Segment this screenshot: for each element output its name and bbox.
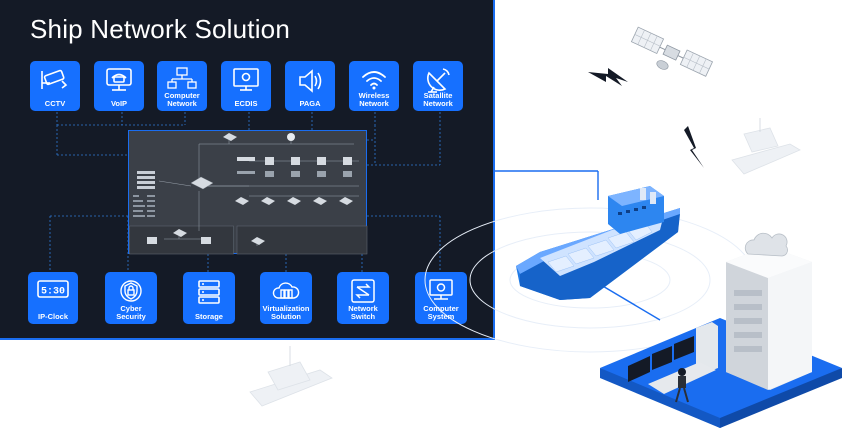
tile-network-switch[interactable]: Network Switch bbox=[337, 272, 389, 324]
tile-virtualization-solution[interactable]: Virtualization Solution bbox=[260, 272, 312, 324]
storage-icon bbox=[198, 280, 220, 304]
tile-label: Storage bbox=[195, 312, 223, 321]
tile-voip[interactable]: VoIP bbox=[94, 61, 144, 111]
tile-label: Computer Network bbox=[164, 91, 200, 108]
container-ship-icon bbox=[516, 186, 680, 300]
tile-label: VoIP bbox=[110, 99, 128, 108]
faded-boat-icon bbox=[731, 118, 801, 175]
tile-label: CCTV bbox=[44, 99, 66, 108]
tile-computer-network[interactable]: Computer Network bbox=[157, 61, 207, 111]
wifi-icon bbox=[362, 71, 386, 90]
schematic-drawing bbox=[129, 133, 368, 255]
tile-label: PAGA bbox=[299, 99, 321, 108]
tile-storage[interactable]: Storage bbox=[183, 272, 235, 324]
faded-boat-icon bbox=[249, 346, 333, 407]
clock-text: 5:30 bbox=[41, 287, 65, 298]
satellite-dish-icon bbox=[427, 68, 450, 93]
signal-bolt-icon bbox=[588, 68, 704, 168]
data-center-icon bbox=[600, 232, 842, 428]
tile-label: Wireless Network bbox=[358, 91, 390, 108]
shield-lock-icon bbox=[120, 280, 142, 302]
ecdis-monitor-icon bbox=[233, 68, 259, 91]
cloud-server-icon bbox=[272, 282, 300, 299]
panel-title: Ship Network Solution bbox=[30, 14, 290, 44]
digital-clock-icon: 5:30 bbox=[37, 280, 69, 298]
network-schematic bbox=[128, 130, 368, 255]
computer-network-icon bbox=[167, 67, 197, 89]
tile-cctv[interactable]: CCTV bbox=[30, 61, 80, 111]
tile-cyber-security[interactable]: Cyber Security bbox=[105, 272, 157, 324]
tile-ip-clock[interactable]: 5:30 IP-Clock bbox=[28, 272, 78, 324]
computer-system-icon bbox=[429, 279, 453, 300]
tile-label: Satallite Network bbox=[423, 91, 453, 108]
tile-label: Computer System bbox=[423, 304, 459, 321]
tile-wireless-network[interactable]: Wireless Network bbox=[349, 61, 399, 111]
tile-label: Virtualization Solution bbox=[262, 304, 310, 321]
tile-label: Cyber Security bbox=[116, 304, 146, 321]
tile-label: Network Switch bbox=[348, 304, 378, 321]
ship-network-panel: Ship Network Solution bbox=[0, 0, 495, 340]
tile-paga[interactable]: PAGA bbox=[285, 61, 335, 111]
tile-computer-system[interactable]: Computer System bbox=[415, 272, 467, 324]
cctv-camera-icon bbox=[41, 69, 68, 89]
tile-label: ECDIS bbox=[234, 99, 258, 108]
satellite-icon bbox=[630, 26, 714, 77]
voip-phone-icon bbox=[106, 68, 132, 91]
tile-label: IP-Clock bbox=[37, 312, 68, 321]
tile-ecdis[interactable]: ECDIS bbox=[221, 61, 271, 111]
speaker-icon bbox=[299, 69, 322, 93]
network-switch-icon bbox=[351, 279, 375, 303]
tile-satellite-network[interactable]: Satallite Network bbox=[413, 61, 463, 111]
